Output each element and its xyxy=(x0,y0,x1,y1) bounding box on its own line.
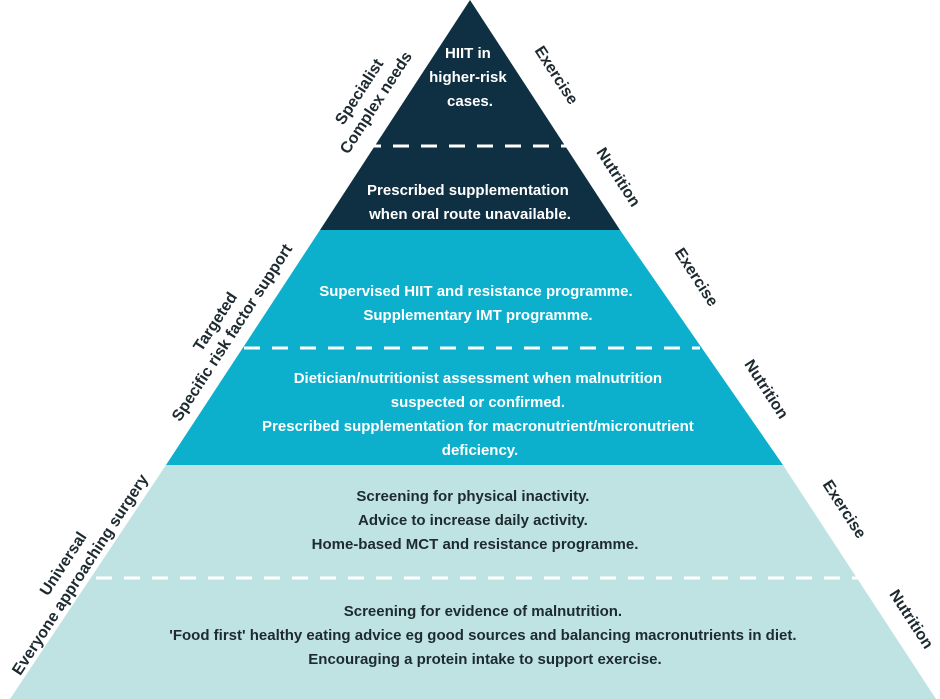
targeted-nutrition-label: Nutrition xyxy=(740,357,791,422)
specialist-exercise-label: Exercise xyxy=(531,43,581,108)
tier-specialist xyxy=(320,0,620,230)
tier-universal xyxy=(10,465,936,699)
targeted-nutrition: Dietician/nutritionist assessment when m… xyxy=(262,370,698,459)
targeted-exercise: Supervised HIIT and resistance programme… xyxy=(319,283,637,324)
universal-nutrition: Screening for evidence of malnutrition. … xyxy=(169,603,800,668)
universal-exercise: Screening for physical inactivity. Advic… xyxy=(312,488,639,553)
specialist-nutrition: Prescribed supplementation when oral rou… xyxy=(367,182,573,223)
targeted-exercise-label: Exercise xyxy=(671,245,721,310)
specialist-exercise: HIIT in higher-risk cases. xyxy=(429,45,511,110)
